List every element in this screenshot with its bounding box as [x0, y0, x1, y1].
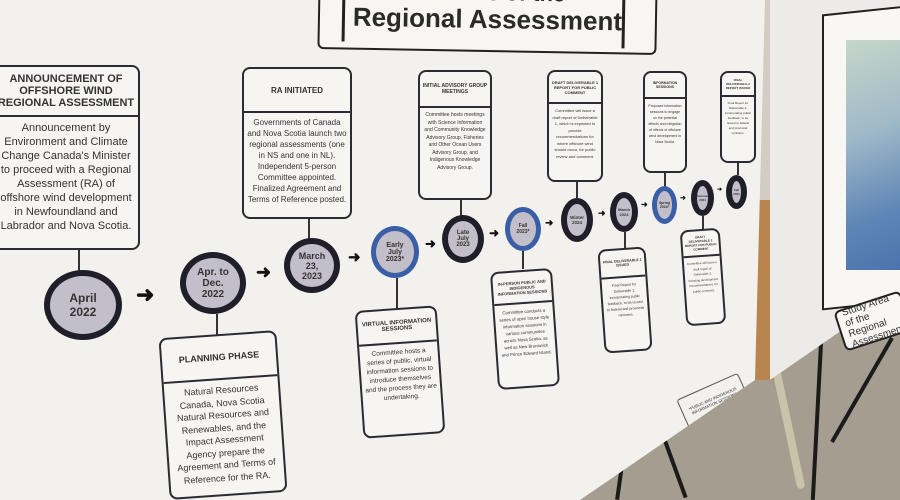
- study-area-map: [846, 40, 900, 270]
- card-heading: IN-PERSON PUBLIC AND INDIGENOUS INFORMAT…: [492, 270, 553, 307]
- milestone-april-2022: April 2022: [44, 270, 122, 340]
- card-body: Committee hosts meetings with Science In…: [424, 112, 486, 171]
- connector: [396, 278, 398, 308]
- connector: [308, 219, 310, 239]
- card-body: Final Report for Deliverable 2, incorpor…: [725, 101, 752, 135]
- milestone-summer-2024: Summer 2024: [691, 180, 714, 216]
- card-virtual-info-sessions: VIRTUAL INFORMATION SESSIONS Committee h…: [354, 305, 446, 439]
- card-draft-deliverable-2: DRAFT DELIVERABLE 2 REPORT FOR PUBLIC CO…: [679, 227, 727, 327]
- arrow-icon: ➜: [717, 187, 723, 193]
- card-body: Committee will issue a draft report of D…: [686, 259, 719, 294]
- card-heading: DRAFT DELIVERABLE 2 REPORT FOR PUBLIC CO…: [681, 229, 720, 259]
- card-body: Committee will issue a draft report of D…: [552, 108, 598, 159]
- connector: [664, 173, 666, 187]
- milestone-march-2023: March 23, 2023: [284, 238, 340, 293]
- connector: [624, 232, 626, 248]
- connector: [576, 182, 578, 198]
- milestone-early-july-2023: Early July 2023*: [371, 226, 419, 278]
- milestone-late-july-2023: Late July 2023: [442, 215, 484, 263]
- card-information-sessions: INFORMATION SESSIONS Proposed informatio…: [643, 71, 687, 173]
- card-announcement: ANNOUNCEMENT OF OFFSHORE WIND REGIONAL A…: [0, 65, 140, 250]
- card-heading: RA INITIATED: [244, 69, 350, 113]
- arrow-icon: ➜: [641, 200, 648, 209]
- card-body: Announcement by Environment and Climate …: [0, 122, 132, 232]
- arrow-icon: ➜: [136, 282, 155, 307]
- card-body: Governments of Canada and Nova Scotia la…: [247, 118, 347, 204]
- arrow-icon: ➜: [256, 262, 272, 282]
- arrow-icon: ➜: [545, 218, 554, 229]
- arrow-icon: ➜: [680, 195, 686, 202]
- connector: [78, 250, 80, 272]
- poster-title-line2: Regional Assessment: [352, 1, 623, 37]
- card-initial-advisory: INITIAL ADVISORY GROUP MEETINGS Committe…: [418, 70, 492, 200]
- card-body: Final Report for Deliverable 1, incorpor…: [606, 282, 645, 318]
- connector: [216, 314, 218, 336]
- milestone-apr-dec-2022: Apr. to Dec. 2022: [180, 252, 246, 314]
- card-final-deliverable-2: FINAL DELIVERABLE 2 REPORT ISSUED Final …: [720, 71, 756, 163]
- card-body: Proposed information sessions to engage …: [648, 104, 682, 144]
- card-body: Committee hosts a series of public, virt…: [365, 347, 438, 403]
- arrow-icon: ➜: [425, 236, 436, 251]
- card-planning-phase: PLANNING PHASE Natural Resources Canada,…: [158, 330, 288, 500]
- milestone-fall-2024: Fall 2024: [726, 175, 747, 209]
- connector: [522, 251, 524, 269]
- arrow-icon: ➜: [489, 226, 500, 240]
- card-in-person-sessions: IN-PERSON PUBLIC AND INDIGENOUS INFORMAT…: [489, 267, 561, 391]
- card-final-deliverable-1: FINAL DELIVERABLE 1 ISSUED Final Report …: [597, 246, 653, 354]
- timeline-poster: Timeline of the Regional Assessment ANNO…: [0, 0, 765, 500]
- card-body: Natural Resources Canada, Nova Scotia Na…: [176, 382, 276, 486]
- connector: [460, 200, 462, 218]
- arrow-icon: ➜: [348, 249, 361, 266]
- milestone-fall-2023: Fall 2023*: [505, 207, 541, 251]
- milestone-spring-2024: Spring 2024*: [652, 186, 677, 224]
- card-heading: FINAL DELIVERABLE 1 ISSUED: [599, 248, 646, 280]
- card-heading: INITIAL ADVISORY GROUP MEETINGS: [420, 72, 490, 108]
- card-draft-deliverable-1: DRAFT DELIVERABLE 1 REPORT FOR PUBLIC CO…: [547, 70, 603, 182]
- arrow-icon: ➜: [598, 208, 606, 218]
- card-heading: VIRTUAL INFORMATION SESSIONS: [356, 307, 437, 347]
- card-heading: DRAFT DELIVERABLE 1 REPORT FOR PUBLIC CO…: [549, 72, 601, 104]
- card-heading: INFORMATION SESSIONS: [645, 73, 685, 99]
- connector: [702, 216, 704, 230]
- milestone-winter-2024: Winter 2024: [561, 198, 593, 242]
- poster-title-banner: Timeline of the Regional Assessment: [317, 0, 658, 55]
- milestone-march-2024: March 2024: [610, 192, 638, 232]
- card-heading: ANNOUNCEMENT OF OFFSHORE WIND REGIONAL A…: [0, 67, 138, 117]
- card-ra-initiated: RA INITIATED Governments of Canada and N…: [242, 67, 352, 219]
- card-body: Committee conducts a series of open hous…: [499, 307, 552, 358]
- card-heading: FINAL DELIVERABLE 2 REPORT ISSUED: [722, 73, 754, 97]
- connector: [737, 163, 739, 175]
